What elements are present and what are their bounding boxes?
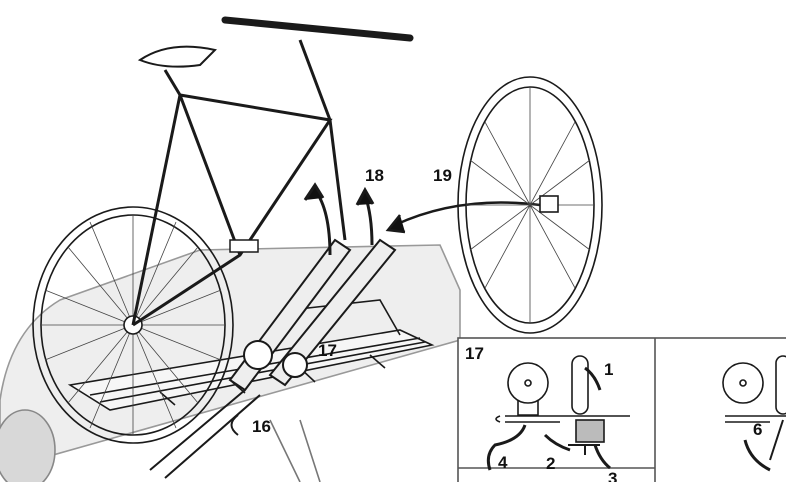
step-4-label: 4 [498,453,508,472]
arrow-18 [303,182,375,256]
front-wheel [457,76,603,334]
callout-16: 16 [252,417,271,436]
callout-19: 19 [433,166,452,185]
detail-inset [457,337,786,482]
step-1-label: 1 [604,360,614,379]
step-6-label: 6 [753,420,763,439]
callout-18: 18 [365,166,384,185]
rack-arms [149,238,397,479]
bike-frame [131,16,414,327]
inset-callout-17: 17 [465,344,484,363]
callout-17: 17 [318,341,337,360]
step-2-label: 2 [546,454,556,473]
arrow-19 [385,201,541,234]
arrow-16 [230,414,239,436]
step-3-label: 3 [608,469,618,482]
